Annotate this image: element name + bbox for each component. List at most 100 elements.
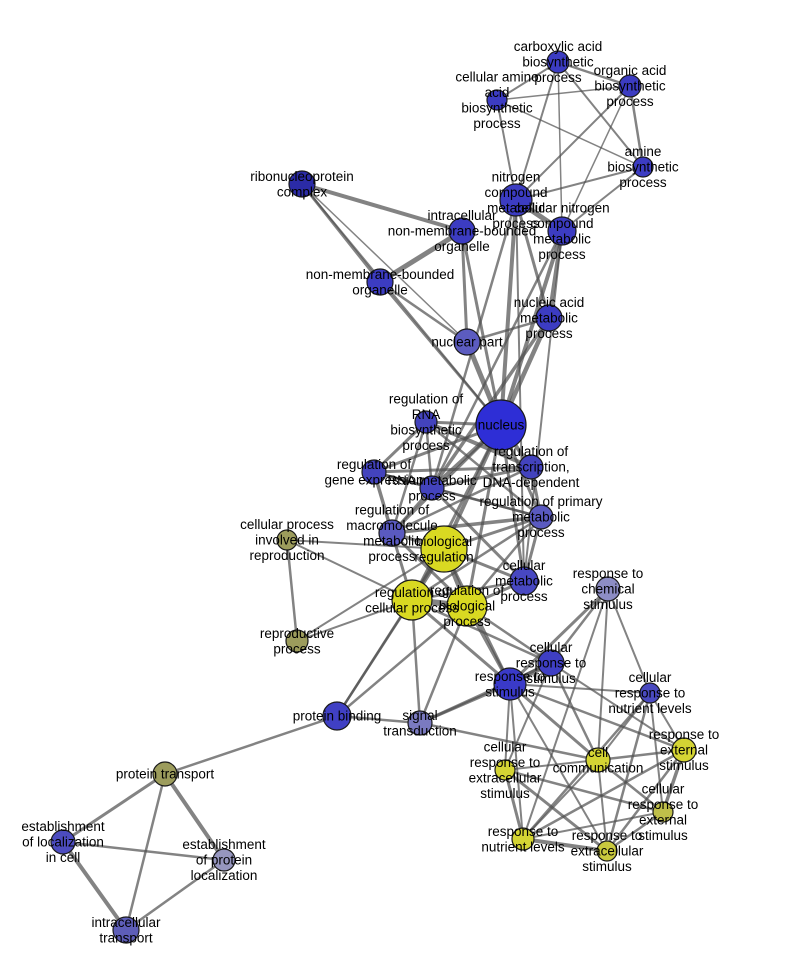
graph-edge-n17-n21 bbox=[410, 515, 543, 602]
graph-edge-n28-n39 bbox=[605, 691, 652, 853]
graph-edge-n37-n40 bbox=[124, 858, 226, 932]
graph-edge-n12-n23 bbox=[499, 423, 526, 583]
graph-edge-n35-n36 bbox=[61, 772, 167, 844]
graph-edge-n27-n28 bbox=[509, 683, 651, 694]
graph-node-n14[interactable] bbox=[518, 454, 544, 480]
graph-edge-n17-n18 bbox=[390, 515, 543, 535]
graph-edge-n5-n11 bbox=[301, 183, 468, 343]
graph-edge-n27-n39 bbox=[509, 683, 608, 852]
graph-edge-n21-n27 bbox=[410, 598, 512, 686]
graph-node-label-n29: protein binding bbox=[293, 709, 382, 724]
graph-edge-n24-n33 bbox=[597, 588, 609, 761]
graph-edge-n8-n11 bbox=[460, 229, 469, 344]
graph-node-n5[interactable] bbox=[288, 170, 316, 198]
graph-node-n30[interactable] bbox=[407, 710, 433, 736]
graph-edge-n34-n39 bbox=[605, 810, 665, 853]
graph-node-label-n35: protein transport bbox=[116, 767, 215, 782]
graph-node-n18[interactable] bbox=[378, 519, 406, 547]
graph-node-n40[interactable] bbox=[112, 916, 140, 944]
graph-node-n29[interactable] bbox=[322, 701, 352, 731]
graph-node-n24[interactable] bbox=[595, 576, 621, 602]
graph-node-n8[interactable] bbox=[448, 217, 476, 245]
graph-edge-n21-n26 bbox=[410, 598, 553, 665]
graph-node-n38[interactable] bbox=[511, 827, 535, 851]
graph-edge-n24-n27 bbox=[508, 587, 610, 686]
graph-edge-n8-n9 bbox=[377, 228, 465, 285]
graph-edge-n14-n18 bbox=[390, 465, 533, 535]
graph-node-n7[interactable] bbox=[547, 216, 577, 246]
edges-layer bbox=[61, 60, 686, 932]
graph-edge-n6-n12 bbox=[499, 198, 518, 427]
graph-edge-n20-n25 bbox=[285, 538, 299, 643]
graph-edge-n31-n33 bbox=[596, 748, 686, 762]
graph-node-n31[interactable] bbox=[671, 737, 697, 763]
graph-node-n39[interactable] bbox=[596, 840, 618, 862]
graph-node-n6[interactable] bbox=[499, 183, 533, 217]
graph-node-n15[interactable] bbox=[361, 459, 387, 485]
graph-node-n19[interactable] bbox=[420, 525, 468, 573]
graph-node-n36[interactable] bbox=[50, 829, 76, 855]
graph-edge-n3-n1 bbox=[496, 61, 559, 101]
graph-node-n21[interactable] bbox=[391, 579, 433, 621]
graph-node-n22[interactable] bbox=[446, 585, 488, 627]
graph-node-n10[interactable] bbox=[535, 304, 563, 332]
graph-edge-n13-n18 bbox=[390, 420, 428, 535]
graph-node-n34[interactable] bbox=[652, 801, 674, 823]
graph-node-n9[interactable] bbox=[366, 268, 394, 296]
graph-node-n33[interactable] bbox=[585, 747, 611, 773]
graph-node-n1[interactable] bbox=[546, 50, 570, 74]
graph-node-n25[interactable] bbox=[285, 629, 309, 653]
graph-edge-n4-n6 bbox=[515, 166, 644, 201]
graph-node-n4[interactable] bbox=[632, 156, 654, 178]
graph-node-n27[interactable] bbox=[493, 667, 527, 701]
graph-edge-n31-n39 bbox=[605, 748, 686, 853]
graph-edge-n29-n35 bbox=[163, 714, 339, 776]
graph-node-label-n12: nucleus bbox=[478, 418, 525, 433]
graph-edge-n14-n15 bbox=[372, 465, 533, 474]
graph-edge-n19-n20 bbox=[286, 539, 445, 550]
graph-edge-n34-n38 bbox=[522, 811, 664, 840]
graph-node-n28[interactable] bbox=[639, 682, 661, 704]
graph-edge-n28-n38 bbox=[521, 691, 652, 841]
graph-node-n26[interactable] bbox=[537, 649, 565, 677]
graph-node-n3[interactable] bbox=[486, 89, 508, 111]
graph-edge-n32-n34 bbox=[503, 768, 665, 814]
graph-edge-n32-n38 bbox=[503, 768, 525, 841]
graph-node-n16[interactable] bbox=[419, 475, 445, 501]
graph-node-n2[interactable] bbox=[618, 74, 642, 98]
graph-node-n11[interactable] bbox=[453, 328, 481, 356]
graph-edge-n1-n6 bbox=[515, 61, 559, 201]
graph-node-n37[interactable] bbox=[212, 848, 236, 872]
graph-node-n35[interactable] bbox=[152, 761, 178, 787]
graph-edge-n8-n12 bbox=[460, 229, 503, 427]
graph-node-n23[interactable] bbox=[509, 566, 539, 596]
graph-edge-n1-n2 bbox=[556, 60, 632, 88]
graph-node-n32[interactable] bbox=[494, 759, 516, 781]
graph-node-n20[interactable] bbox=[276, 529, 298, 551]
graph-node-n17[interactable] bbox=[528, 504, 554, 530]
graph-edge-n24-n38 bbox=[522, 588, 609, 840]
graph-edge-n31-n38 bbox=[521, 748, 686, 841]
graph-node-n12[interactable] bbox=[475, 399, 527, 451]
graph-node-n13[interactable] bbox=[414, 410, 438, 434]
graph-edge-n6-n10 bbox=[514, 198, 551, 320]
